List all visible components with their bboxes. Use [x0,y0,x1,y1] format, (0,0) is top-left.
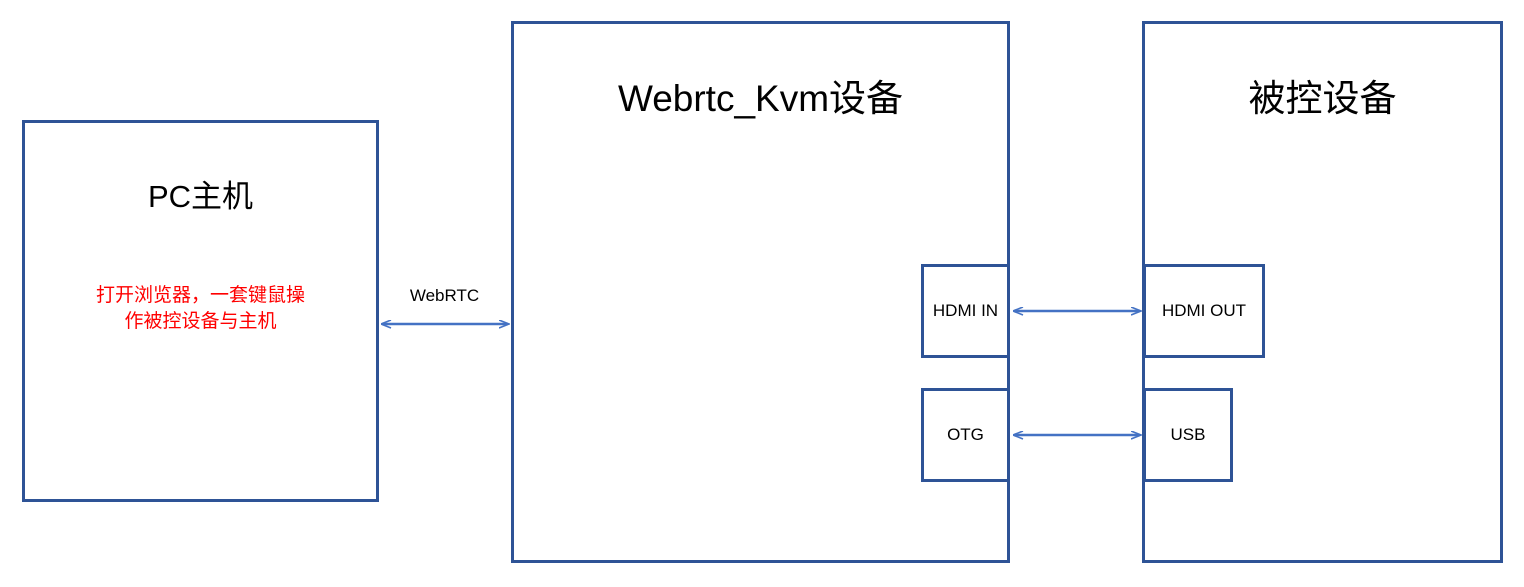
port-hdmi-in[interactable]: HDMI IN [921,264,1010,358]
port-hdmi-out-label: HDMI OUT [1161,301,1247,320]
pc-host-title: PC主机 [147,179,254,214]
node-pc-host[interactable]: PC主机 打开浏览器，一套键鼠操作被控设备与主机 [22,120,379,502]
port-usb-label: USB [1170,425,1206,444]
slave-device-title: 被控设备 [1248,78,1397,119]
port-otg[interactable]: OTG [921,388,1010,482]
pc-host-note: 打开浏览器，一套键鼠操作被控设备与主机 [95,285,305,332]
usb-link-arrow [1010,425,1144,447]
webrtc-arrow [378,314,512,336]
port-otg-label: OTG [947,425,984,444]
port-hdmi-in-label: HDMI IN [932,301,999,320]
port-hdmi-out[interactable]: HDMI OUT [1143,264,1265,358]
webrtc-arrow-label: WebRTC [409,286,480,305]
hdmi-link-arrow [1010,301,1144,323]
port-usb[interactable]: USB [1143,388,1233,482]
kvm-device-title: Webrtc_Kvm设备 [617,78,904,119]
